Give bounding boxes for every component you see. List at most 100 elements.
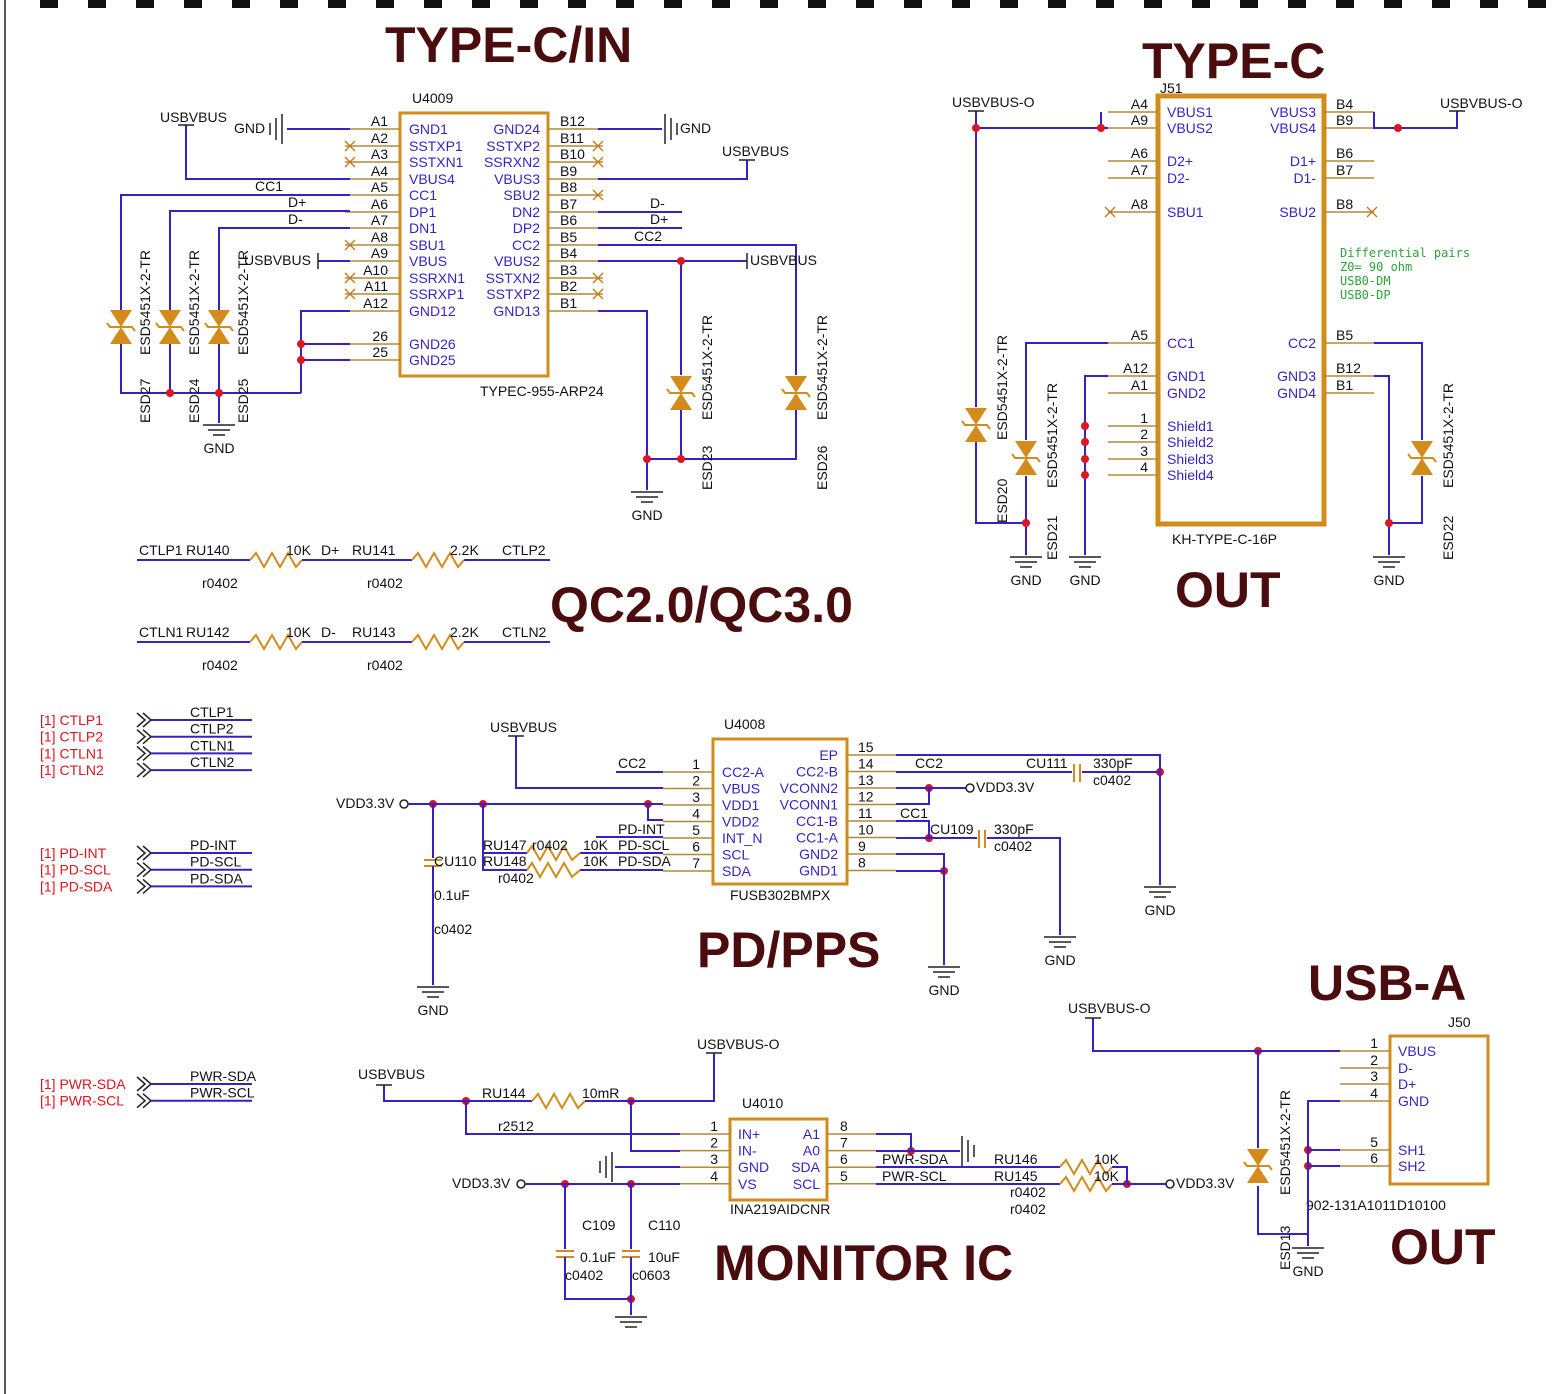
hier-port: [1] CTLN1 CTLN1 [40,737,252,761]
pin-number: 8 [840,1118,848,1134]
ru144-label: RU144 [482,1085,526,1101]
gnd-label: GND [928,982,959,998]
u4009-wires: GND USBVBUS CC1 D+ D- USBVBUS GND USBVBU… [120,109,817,490]
c110-value: 10uF [648,1249,680,1265]
diff-pair-note: Z0= 90 ohm [1340,260,1412,274]
port-label: [1] PD-SCL [40,862,111,878]
esd-part: ESD5451X-2-TR [699,315,715,420]
gnd-symbol: GND [928,966,960,998]
port-net: PD-SDA [190,870,244,886]
dm-label: D- [288,211,303,227]
pin-number: A4 [1131,96,1148,112]
cu111-value: 330pF [1093,755,1133,771]
pin-name: D1- [1293,170,1316,186]
pin-number: 5 [840,1168,848,1184]
pin-name: EP [819,747,838,763]
qc-res-ref: RU141 [352,542,396,558]
pin-name: SSTXN1 [409,154,464,170]
vdd33-label: VDD3.3V [976,779,1035,795]
gnd-label: GND [1010,572,1041,588]
gnd-label: GND [1069,572,1100,588]
port-label: [1] PD-SDA [40,878,113,894]
pin-name: GND [738,1159,769,1175]
pin-name: GND2 [799,846,838,862]
pin-name: GND4 [1277,385,1316,401]
pin-name: CC2-B [796,764,838,780]
pin-number: B1 [1336,377,1353,393]
ru146-label: RU146 [994,1151,1038,1167]
pin-number: A9 [371,245,388,261]
qc-res-package: r0402 [367,657,403,673]
pin-name: Shield1 [1167,418,1214,434]
pin-name: SCL [722,847,749,863]
ru148-package: r0402 [498,870,534,886]
pin-number: B7 [1336,162,1353,178]
ru147-value: 10K [583,837,609,853]
port-net: CTLN1 [190,737,235,753]
cc2-label: CC2 [634,228,662,244]
usbvbus-label: USBVBUS [722,143,789,159]
esd-part: ESD5451X-2-TR [186,250,202,355]
pin-name: SSRXN2 [484,154,540,170]
title-pd: PD/PPS [697,922,880,978]
c109-package: c0402 [565,1267,603,1283]
pin-number: A7 [371,212,388,228]
pin-name: VBUS3 [494,171,540,187]
pin-name: Shield2 [1167,434,1214,450]
pin-number: 6 [1370,1150,1378,1166]
pin-number: 9 [858,838,866,854]
pin-number: 1 [1140,410,1148,426]
pin-name: GND1 [409,121,448,137]
pin-number: A4 [371,163,388,179]
gnd-symbol: GND [417,986,449,1018]
pin-name: A0 [803,1143,820,1159]
pin-name: SBU1 [1167,204,1204,220]
title-typec: TYPE-C [1142,33,1325,89]
esd-ref: ESD20 [994,478,1010,523]
pin-name: VCONN1 [780,797,839,813]
pin-number: B1 [560,295,577,311]
pin-name: Shield4 [1167,467,1214,483]
qc-res-package: r0402 [202,657,238,673]
port-net: CTLP1 [190,704,234,720]
title-usba: USB-A [1308,955,1466,1011]
port-label: [1] CTLN1 [40,745,104,761]
ru147-package: r0402 [532,837,568,853]
cu111-package: c0402 [1093,772,1131,788]
port-net: PD-SCL [190,854,242,870]
title-qc: QC2.0/QC3.0 [550,577,853,633]
u4008-part: FUSB302BMPX [730,887,831,903]
pin-number: 1 [710,1118,718,1134]
pin-number: 1 [692,756,700,772]
pin-number: A2 [371,130,388,146]
gnd-symbol: GND [1373,556,1405,588]
pin-number: 2 [1370,1052,1378,1068]
pin-number: 2 [710,1135,718,1151]
esd-diode: ESD5451X-2-TR ESD20 [961,335,1010,523]
esd-part: ESD5451X-2-TR [994,335,1010,440]
pin-name: VCONN2 [780,780,839,796]
pin-name: D1+ [1290,153,1316,169]
pin-number: A3 [371,146,388,162]
pin-number: 10 [858,822,874,838]
pin-name: SSTXP2 [486,286,540,302]
pin-name: SSRXP1 [409,286,464,302]
pin-name: GND12 [409,303,456,319]
gnd-label: GND [1144,902,1175,918]
ru148-label: RU148 [483,853,527,869]
pin-name: VBUS4 [409,171,455,187]
title-out-typec: OUT [1175,562,1281,618]
qc-net-in: CTLN1 [139,624,184,640]
pin-name: A1 [803,1126,820,1142]
pin-number: B11 [560,130,584,146]
